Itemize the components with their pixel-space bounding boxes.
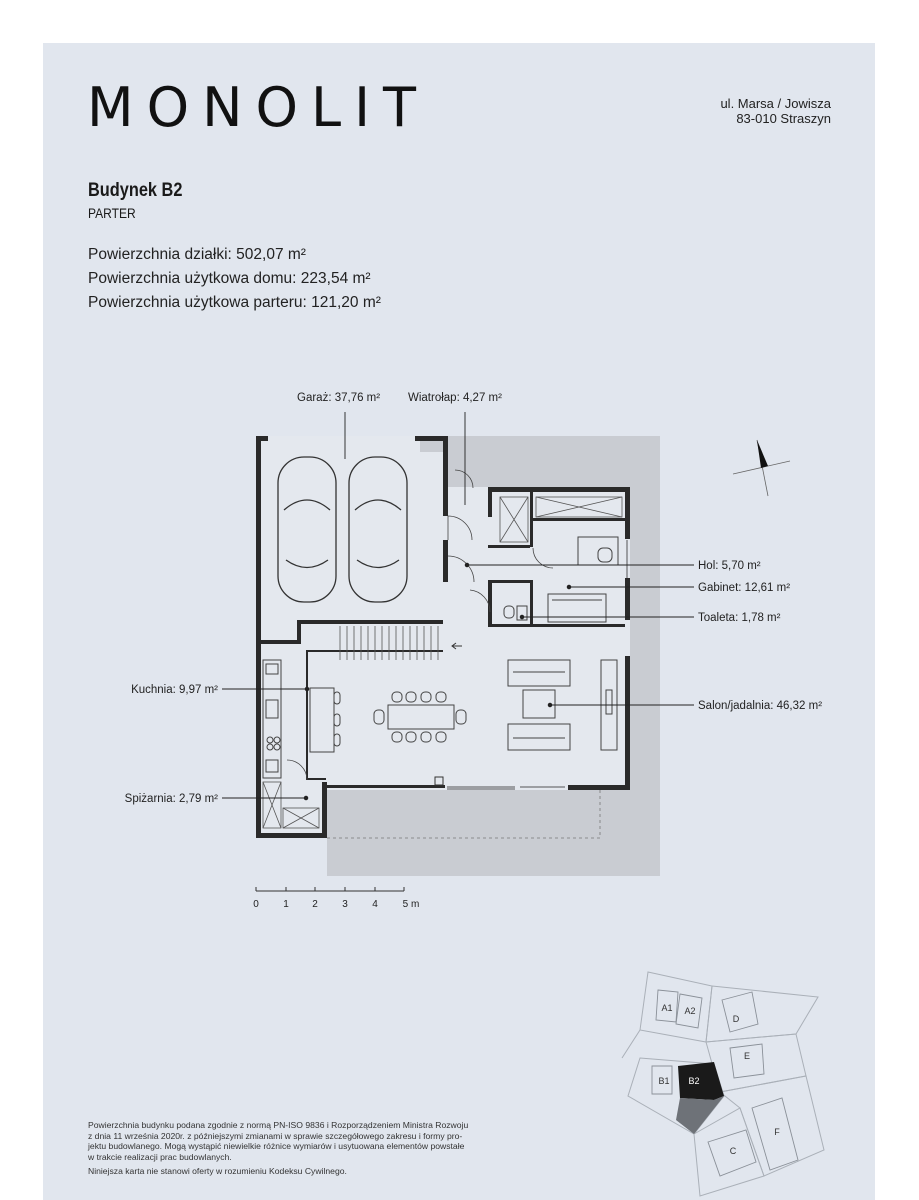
label-kuchnia: Kuchnia: 9,97 m² — [131, 684, 218, 696]
spec-ground-area: Powierzchnia użytkowa parteru: 121,20 m² — [88, 294, 381, 311]
site-lot-label: D — [733, 1014, 740, 1024]
scale-tick: 1 — [283, 899, 289, 910]
footer-line: w trakcie realizacji prac budowlanych. — [88, 1151, 232, 1162]
building-name: Budynek B2 — [88, 180, 183, 201]
scale-tick: 0 — [253, 899, 259, 910]
garage-cars — [277, 456, 408, 603]
site-lot-label: B2 — [688, 1076, 699, 1086]
scale-bar: 0 1 2 3 4 5 m — [253, 887, 419, 910]
living-furniture — [507, 659, 618, 751]
footer-note: Niniejsza karta nie stanowi oferty w roz… — [88, 1166, 347, 1176]
site-lot-label: B1 — [658, 1076, 669, 1086]
label-wiatrolap: Wiatrołap: 4,27 m² — [408, 392, 502, 404]
site-plan: A1 A2 D E B1 B2 F C — [621, 971, 825, 1197]
label-salon: Salon/jadalnia: 46,32 m² — [698, 700, 822, 712]
site-lot-label: E — [744, 1051, 750, 1061]
scale-tick: 4 — [372, 899, 378, 910]
floor-name: PARTER — [88, 205, 136, 221]
label-hol: Hol: 5,70 m² — [698, 560, 761, 572]
scale-tick: 2 — [312, 899, 318, 910]
address: ul. Marsa / Jowisza 83-010 Straszyn — [720, 96, 831, 126]
site-lot-label: A2 — [684, 1006, 695, 1016]
stairs — [339, 626, 439, 660]
north-arrow-icon — [732, 439, 791, 497]
footer-disclaimer: Powierzchnia budynku podana zgodnie z no… — [88, 1120, 558, 1177]
site-lot-b2-highlight — [678, 1062, 724, 1100]
footer-line: jektu budowlanego. Mogą wystąpić niewiel… — [88, 1141, 465, 1151]
spec-plot-area: Powierzchnia działki: 502,07 m² — [88, 246, 306, 263]
label-gabinet: Gabinet: 12,61 m² — [698, 582, 790, 594]
label-spizarnia: Spiżarnia: 2,79 m² — [125, 793, 218, 805]
walls — [256, 436, 630, 838]
site-lot-label: F — [774, 1127, 780, 1137]
scale-tick: 5 m — [403, 899, 420, 910]
monolit-logo: MONOLIT — [87, 76, 429, 139]
label-garaz: Garaż: 37,76 m² — [297, 392, 380, 404]
leader-lines — [222, 412, 694, 801]
label-toaleta: Toaleta: 1,78 m² — [698, 612, 781, 624]
spec-house-area: Powierzchnia użytkowa domu: 223,54 m² — [88, 270, 371, 287]
footer-line: Powierzchnia budynku podana zgodnie z no… — [88, 1120, 469, 1130]
dining-table — [373, 691, 467, 743]
site-lot-label: C — [730, 1146, 737, 1156]
site-lot-label: A1 — [661, 1003, 672, 1013]
footer-line: z dnia 11 września 2020r. z późniejszymi… — [88, 1130, 463, 1141]
address-street: ul. Marsa / Jowisza — [720, 96, 831, 111]
scale-tick: 3 — [342, 899, 348, 910]
address-postal: 83-010 Straszyn — [736, 111, 831, 126]
specs-list: Powierzchnia działki: 502,07 m² Powierzc… — [88, 243, 381, 315]
